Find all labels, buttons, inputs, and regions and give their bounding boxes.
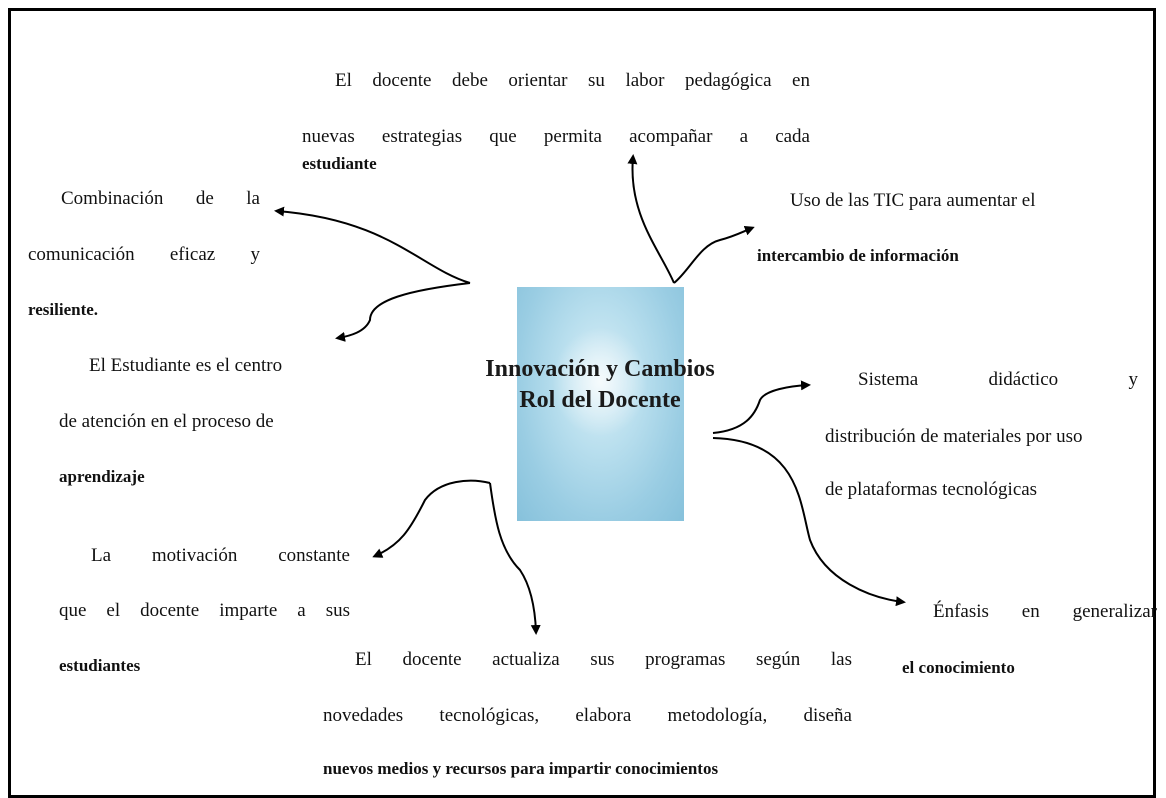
node-top-right-line1: Uso de las TIC para aumentar el — [790, 190, 1036, 211]
central-title-line2: Rol del Docente — [519, 387, 681, 413]
arrow-to-left-upper — [274, 206, 471, 284]
node-left-upper-line1: Combinación de la — [61, 188, 260, 209]
central-image — [517, 287, 684, 521]
node-top-line1: El docente debe orientar su labor pedagó… — [335, 70, 810, 91]
node-bottom-line2: novedades tecnológicas, elabora metodolo… — [323, 705, 852, 726]
central-title: Innovación y Cambios Rol del Docente — [430, 354, 770, 416]
node-bottom-line3: nuevos medios y recursos para impartir c… — [323, 759, 719, 778]
node-right-middle-line2: distribución de materiales por uso — [825, 426, 1083, 447]
node-top-line2: nuevas estrategias que permita acompañar… — [302, 126, 810, 147]
arrow-to-right-middle — [712, 380, 811, 434]
arrow-to-left-middle — [335, 282, 471, 342]
node-left-lower-line3: estudiantes — [59, 656, 141, 675]
arrow-to-top-right — [673, 225, 755, 284]
arrow-to-top — [627, 154, 675, 284]
node-right-middle-line3: de plataformas tecnológicas — [825, 479, 1038, 500]
node-left-upper-line2: comunicación eficaz y — [28, 244, 260, 265]
central-title-line1: Innovación y Cambios — [485, 356, 715, 382]
node-right-lower-line2: el conocimiento — [902, 658, 1015, 677]
arrow-to-right-lower — [712, 437, 906, 607]
node-top-right-line2: intercambio de información — [757, 246, 959, 265]
node-left-middle-line2: de atención en el proceso de — [59, 411, 274, 432]
node-left-lower-line1: La motivación constante — [91, 545, 350, 566]
node-left-middle-line1: El Estudiante es el centro — [89, 355, 283, 376]
node-right-lower-line1: Énfasis en generalizar — [933, 601, 1157, 622]
node-top-line3: estudiante — [302, 154, 377, 173]
image-glow — [552, 327, 648, 437]
node-right-middle-line1: Sistema didáctico y — [858, 369, 1138, 390]
node-left-lower-line2: que el docente imparte a sus — [59, 600, 350, 621]
arrow-to-left-lower — [372, 479, 491, 558]
arrow-to-bottom — [489, 482, 541, 635]
node-left-upper-line3: resiliente. — [28, 300, 99, 319]
node-bottom-line1: El docente actualiza sus programas según… — [355, 649, 852, 670]
node-left-middle-line3: aprendizaje — [59, 467, 145, 486]
